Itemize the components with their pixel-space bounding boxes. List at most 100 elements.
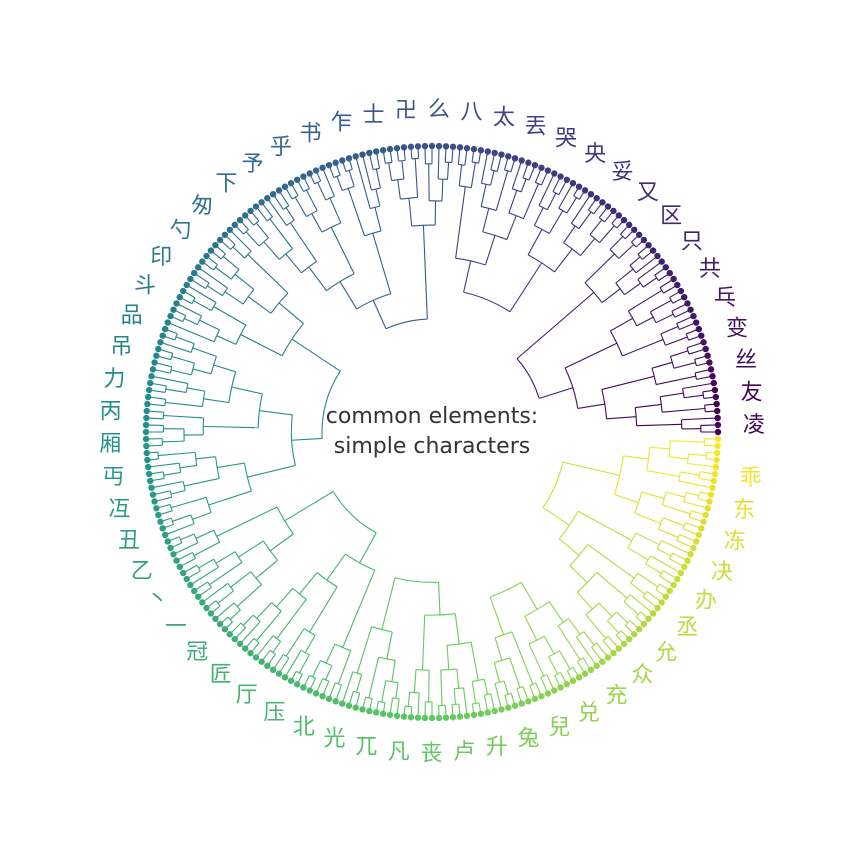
leaf-dot [414,143,422,150]
branch-arc [253,638,260,644]
leaf-dot [442,714,450,721]
branch-line [495,170,509,211]
leaf-dot [231,221,238,229]
branch-arc [463,291,511,313]
branch-arc [213,264,218,271]
branch-line [275,587,294,608]
branch-arc [372,167,380,171]
leaf-dot [339,700,346,707]
branch-arc [602,635,609,641]
branch-line [577,403,605,409]
branch-line [173,542,199,555]
branch-line [548,656,559,675]
branch-line [656,375,696,386]
leaf-dot [366,149,373,157]
leaf-dot [236,640,244,648]
branch-line [192,512,212,520]
branch-line [563,225,576,243]
branch-line [171,355,195,364]
leaf-dot [531,161,539,169]
branch-arc [221,287,229,296]
leaf-dot [306,687,313,694]
character-label: 丝 [735,348,757,373]
leaf-dot [203,252,210,260]
branch-arc [698,471,701,479]
leaf-dot [649,247,657,254]
leaf-dot [687,306,694,313]
branch-line [575,636,598,667]
branch-line [167,322,215,343]
branch-arc [669,356,675,369]
leaf-dot [144,393,152,401]
character-label: 兀 [355,735,377,760]
branch-arc [243,229,249,235]
branch-line [184,318,198,326]
character-label: 北 [293,715,315,740]
leaf-dot [518,700,525,707]
branch-line [622,339,664,357]
branch-arc [623,594,631,603]
branch-line [637,572,659,588]
branch-line [642,277,657,288]
leaf-dot [258,199,265,206]
leaf-dot [491,707,498,715]
branch-arc [207,581,212,588]
branch-arc [385,318,428,330]
leaf-dot [143,407,150,415]
branch-arc [613,455,624,495]
branch-line [192,368,212,375]
branch-line [559,650,571,670]
branch-arc [356,293,391,310]
branch-line [562,461,620,476]
branch-line [162,440,185,443]
branch-line [308,266,327,291]
branch-line [422,225,428,320]
branch-arc [215,456,220,479]
branch-line [599,225,615,243]
branch-line [193,541,220,556]
branch-arc [659,287,664,294]
branch-arc [472,702,480,705]
character-label: 央 [584,142,606,167]
branch-line [285,253,302,274]
branch-arc [694,359,697,366]
character-label: 乙 [131,559,153,584]
branch-line [683,501,708,509]
branch-arc [169,490,173,498]
leaf-dot [538,693,545,700]
leaf-dot [269,190,277,198]
branch-arc [235,324,247,345]
leaf-dot [463,712,471,720]
branch-line [662,517,685,527]
branch-arc [157,452,160,459]
character-label: 吊 [110,335,132,360]
branch-line [665,336,688,346]
leaf-dot [386,145,394,153]
branch-line [176,302,202,317]
leaf-dot [373,709,380,716]
leaf-dot [159,332,166,339]
branch-line [386,631,393,660]
leaf-dot [252,203,260,210]
leaf-dot [241,645,249,652]
leaf-dot [407,714,415,721]
character-label: 匠 [210,663,232,688]
branch-arc [490,169,498,172]
branch-line [231,386,263,395]
leaf-dot [714,407,721,415]
branch-arc [669,297,674,304]
leaf-dot [684,300,691,307]
branch-line [229,609,241,620]
branch-arc [170,353,174,360]
branch-line [446,645,450,670]
leaf-dot [236,216,244,224]
leaf-dot [386,711,394,719]
branch-line [272,641,282,653]
leaf-dot [179,569,187,577]
branch-line [650,555,682,574]
leaf-dot [142,421,150,429]
leaf-dot [400,144,408,151]
branch-arc [281,323,304,356]
branch-line [509,262,543,313]
branch-line [601,375,655,391]
